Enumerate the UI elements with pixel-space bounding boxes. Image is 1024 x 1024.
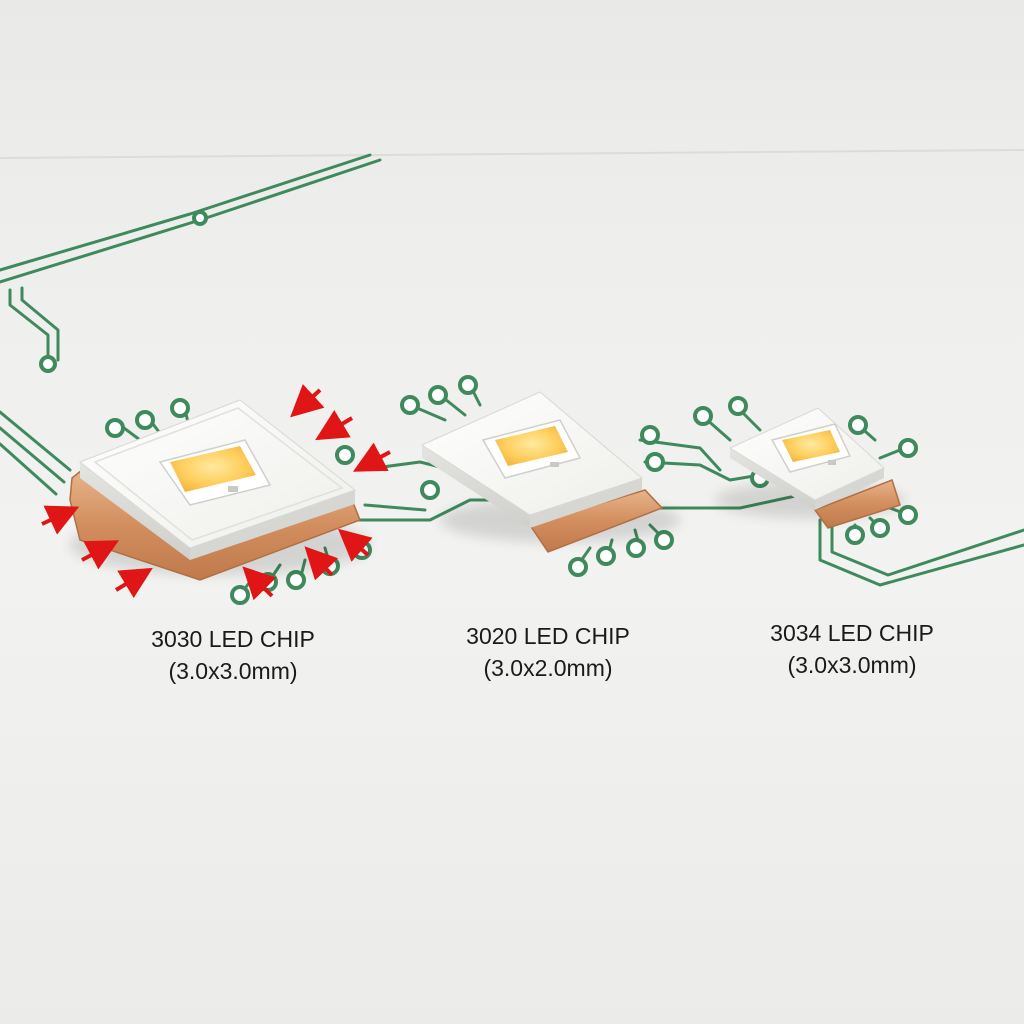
arrow-icon bbox=[337, 528, 373, 562]
chip-name: 3020 LED CHIP bbox=[466, 623, 630, 649]
chip-label-3020: 3020 LED CHIP (3.0x2.0mm) bbox=[418, 620, 678, 684]
arrow-icon bbox=[242, 566, 277, 601]
arrow-icon bbox=[290, 383, 325, 418]
chip-name: 3030 LED CHIP bbox=[151, 626, 315, 652]
chip-label-3030: 3030 LED CHIP (3.0x3.0mm) bbox=[103, 623, 363, 687]
chip-label-3034: 3034 LED CHIP (3.0x3.0mm) bbox=[722, 617, 982, 681]
arrow-icon bbox=[352, 442, 391, 472]
board-edge bbox=[0, 149, 1024, 159]
led-chip-3034 bbox=[715, 407, 905, 529]
arrow-icon bbox=[114, 567, 153, 599]
arrow-icon bbox=[315, 409, 354, 441]
chip-name: 3034 LED CHIP bbox=[770, 620, 934, 646]
led-chip-3030 bbox=[69, 399, 370, 581]
led-chip-3020 bbox=[420, 391, 680, 553]
arrow-icon bbox=[304, 546, 339, 581]
chip-size: (3.0x3.0mm) bbox=[168, 658, 298, 684]
arrow-icon bbox=[81, 540, 120, 570]
red-arrows bbox=[41, 383, 391, 601]
chip-size: (3.0x3.0mm) bbox=[787, 652, 917, 678]
arrow-icon bbox=[41, 505, 80, 535]
chip-size: (3.0x2.0mm) bbox=[483, 655, 613, 681]
